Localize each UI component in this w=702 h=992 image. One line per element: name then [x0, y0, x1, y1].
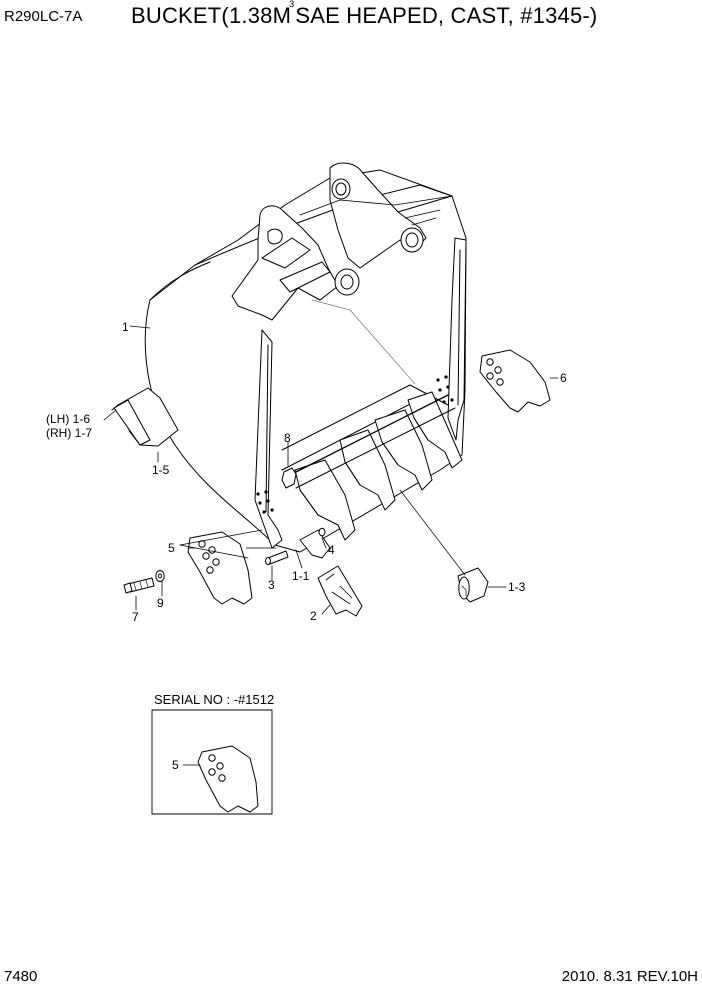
callout-2: 2	[310, 609, 317, 623]
bucket-teeth-row	[294, 391, 463, 559]
page-number: 7480	[4, 968, 38, 985]
model-code: R290LC-7A	[4, 8, 83, 25]
callout-1-5: 1-5	[152, 463, 170, 477]
title-superscript: 3	[289, 0, 295, 9]
cutting-edge	[289, 394, 456, 489]
callout-5: 5	[168, 541, 175, 555]
callout-8: 8	[284, 431, 291, 445]
serial-inset: 5	[151, 709, 273, 815]
washer-9	[155, 570, 165, 582]
revision-date: 2010. 8.31 REV.10H	[561, 968, 698, 985]
callout-6: 6	[560, 371, 567, 385]
cap-1-3	[457, 567, 489, 603]
leader-1-3-projection	[399, 489, 466, 576]
serial-number-label: SERIAL NO : -#1512	[154, 692, 275, 707]
callout-1-7: (RH) 1-7	[46, 426, 92, 440]
callout-7: 7	[132, 610, 139, 624]
pin-3	[265, 550, 289, 566]
callout-1-6: (LH) 1-6	[46, 412, 90, 426]
nut-8	[281, 467, 297, 489]
tooth-2	[317, 565, 363, 617]
title-prefix: BUCKET(1.38M	[131, 3, 292, 28]
side-shroud-5	[187, 531, 253, 605]
title-suffix: SAE HEAPED, CAST, #1345-)	[295, 3, 598, 28]
callout-3: 3	[268, 578, 275, 592]
callout-4: 4	[328, 543, 335, 557]
leader-lines	[103, 325, 559, 615]
side-shroud-6	[479, 349, 551, 413]
mounting-brackets	[231, 162, 453, 321]
inset-callout-5: 5	[172, 758, 179, 772]
page-title: BUCKET(1.38M3SAE HEAPED, CAST, #1345-)	[131, 0, 598, 29]
callout-1-1: 1-1	[292, 569, 310, 583]
callout-1-3: 1-3	[508, 580, 526, 594]
callout-9: 9	[157, 596, 164, 610]
projection-lines	[179, 529, 277, 559]
callout-labels: 1 (LH) 1-6 (RH) 1-7 1-5 6 8 5 4 3 1-1 9 …	[46, 320, 567, 624]
callout-1: 1	[122, 320, 129, 334]
bolt-7	[123, 577, 155, 594]
wear-plate-1-6-1-7	[111, 387, 179, 447]
pin-lock-4	[318, 527, 326, 537]
